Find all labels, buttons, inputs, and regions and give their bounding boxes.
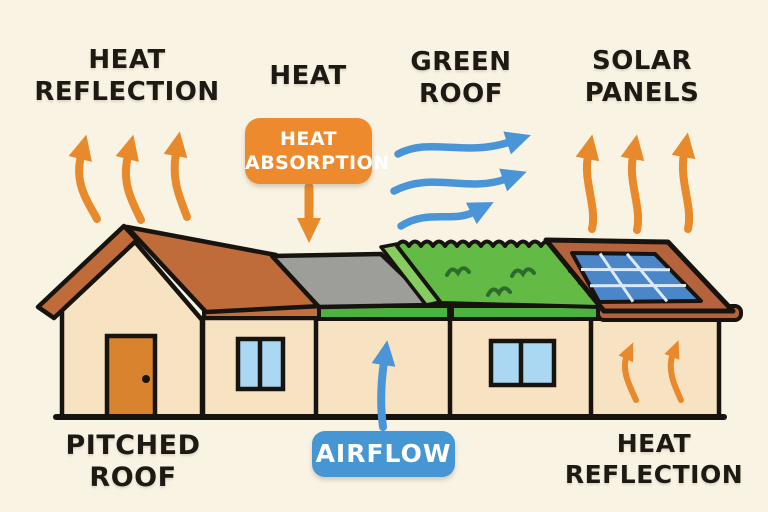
- label-line: HEAT: [616, 429, 692, 458]
- label-line: ROOF: [419, 79, 503, 109]
- airflow-wind-arrows-icon: [390, 131, 531, 230]
- label-line: HEAT: [269, 61, 347, 91]
- heat-absorption-callout: HEAT ABSORPTION: [245, 118, 390, 184]
- airflow-callout: AIRFLOW: [312, 431, 455, 477]
- label-line: REFLECTION: [564, 460, 744, 489]
- heat-label: HEAT: [269, 60, 346, 92]
- solar-heat-arrows-top-right-icon: [575, 132, 696, 234]
- callout-line: ABSORPTION: [245, 152, 390, 174]
- label-line: PANELS: [584, 78, 700, 108]
- heat-reflection-arrows-top-left-icon: [68, 131, 191, 224]
- label-line: REFLECTION: [34, 77, 220, 107]
- label-line: GREEN: [410, 47, 512, 77]
- solar-panel-grid: [580, 252, 687, 303]
- door-knob: [142, 375, 150, 383]
- label-line: PITCHED: [65, 430, 201, 461]
- grass-mark: [486, 286, 512, 297]
- heat-reflection-wall-arrows-icon: [618, 340, 684, 403]
- solar-panels-label: SOLAR PANELS: [585, 45, 700, 109]
- label-line: SOLAR: [591, 46, 693, 76]
- pitched-roof-left-slope: [35, 223, 140, 321]
- airflow-up-arrow-icon: [371, 340, 396, 431]
- green-roof-grass: [395, 239, 606, 309]
- callout-line: AIRFLOW: [315, 439, 452, 468]
- heat-reflection-top-label: HEAT REFLECTION: [34, 44, 219, 108]
- label-line: HEAT: [88, 45, 166, 75]
- heat-reflection-bottom-label: HEAT REFLECTION: [565, 428, 743, 490]
- callout-line: HEAT: [279, 128, 338, 150]
- pitched-roof-label: PITCHED ROOF: [65, 430, 200, 494]
- label-line: ROOF: [89, 462, 177, 493]
- grass-mark: [510, 267, 536, 278]
- green-roof-label: GREEN ROOF: [410, 46, 511, 110]
- grass-mark: [445, 266, 471, 277]
